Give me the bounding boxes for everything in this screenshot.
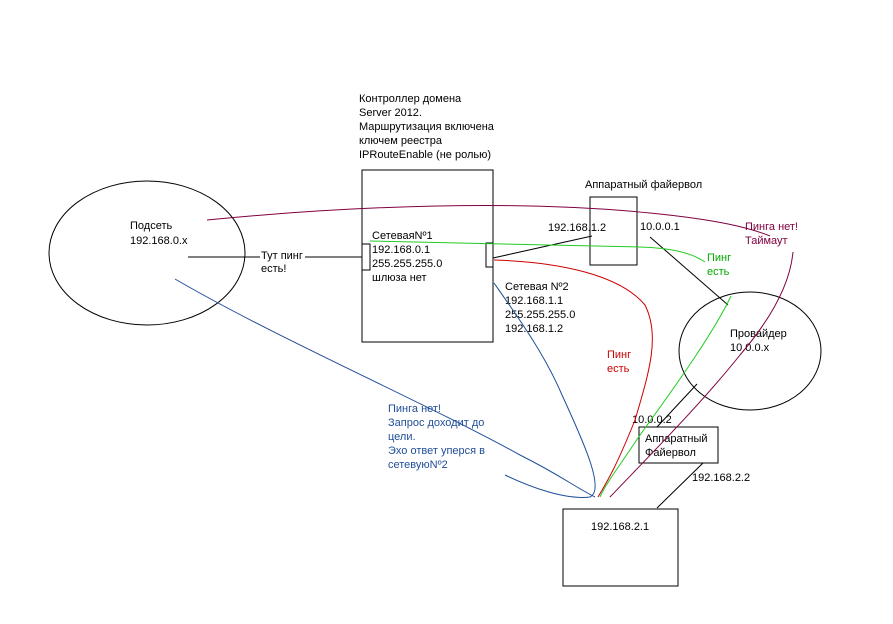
nic1-gateway: шлюза нет xyxy=(372,272,427,284)
hw-fw1-title: Аппаратный файервол xyxy=(585,179,702,191)
dc-caption-line1: Контроллер домена xyxy=(359,93,462,105)
no-ping-timeout-line1: Пинга нет! xyxy=(745,221,798,233)
ping-red-line1: Пинг xyxy=(607,349,631,361)
nic1-label: СетеваяNº1 xyxy=(372,230,433,242)
nic2-mask: 255.255.255.0 xyxy=(505,309,575,321)
ping-red-line2: есть xyxy=(607,363,630,375)
target-host-ip: 192.168.2.1 xyxy=(591,521,649,533)
server-box xyxy=(361,169,494,343)
no-ping-blue-line5: сетевуюNº2 xyxy=(388,459,448,471)
nic1-port xyxy=(361,243,371,271)
dc-caption-line4: ключем реестра xyxy=(359,135,443,147)
hw-fw2-title-line2: Файервол xyxy=(645,447,696,459)
green-trace-return xyxy=(599,295,732,498)
hw-fw2-ip-top: 10.0.0.2 xyxy=(632,414,672,426)
green-trace-path xyxy=(369,240,706,263)
blue-trace-request xyxy=(174,278,596,498)
provider-ip: 10.0.0.x xyxy=(730,342,770,354)
nic2-to-fw1-link xyxy=(492,235,593,259)
no-ping-blue-line2: Запрос доходит до xyxy=(388,417,484,429)
nic2-gateway: 192.168.1.2 xyxy=(505,323,563,335)
dc-caption-line2: Server 2012. xyxy=(359,107,422,119)
subnet-title: Подсеть xyxy=(130,220,172,232)
purple-trace-path xyxy=(206,205,771,237)
provider-ellipse xyxy=(678,291,822,411)
no-ping-blue-line3: цели. xyxy=(388,431,416,443)
red-trace-path xyxy=(493,259,653,498)
hw-fw1-box xyxy=(589,196,638,266)
ping-here-line1: Тут пинг xyxy=(261,250,303,262)
nic1-ip: 192.168.0.1 xyxy=(372,244,430,256)
no-ping-blue-line4: Эхо ответ уперся в xyxy=(388,445,485,457)
dc-caption-line5: IPRouteEnable (не ролью) xyxy=(359,149,491,161)
nic1-mask: 255.255.255.0 xyxy=(372,258,442,270)
ping-here-line2: есть! xyxy=(261,263,286,275)
hw-fw1-ip-right: 10.0.0.1 xyxy=(640,221,680,233)
nic2-port xyxy=(485,242,494,268)
ping-green-line2: есть xyxy=(707,266,730,278)
fw2-to-host-link xyxy=(656,462,704,509)
nic2-label: Сетевая Nº2 xyxy=(505,281,569,293)
subnet-ellipse xyxy=(48,180,246,326)
hw-fw2-box xyxy=(638,426,719,464)
dc-caption-line3: Маршрутизация включена xyxy=(359,121,495,133)
provider-title: Провайдер xyxy=(730,328,787,340)
no-ping-timeout-line2: Таймаут xyxy=(745,235,788,247)
ping-green-line1: Пинг xyxy=(707,252,731,264)
no-ping-blue-line1: Пинга нет! xyxy=(388,403,441,415)
blue-trace-echo xyxy=(493,282,596,498)
target-host-box xyxy=(562,508,679,587)
hw-fw2-ip-bottom: 192.168.2.2 xyxy=(692,472,750,484)
fw2-to-provider-link xyxy=(656,383,698,428)
nic2-ip: 192.168.1.1 xyxy=(505,295,563,307)
hw-fw2-title-line1: Аппаратный xyxy=(645,433,708,445)
purple-trace-return xyxy=(609,251,794,498)
hw-fw1-ip-left: 192.168.1.2 xyxy=(548,222,606,234)
subnet-ip: 192.168.0.x xyxy=(130,235,188,247)
